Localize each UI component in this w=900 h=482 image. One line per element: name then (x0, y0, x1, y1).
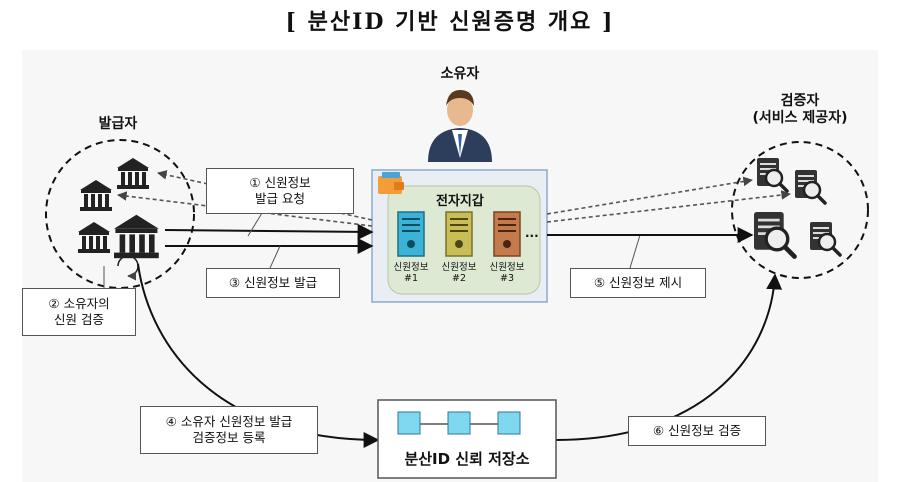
verifier-label-line1: 검증자 (780, 93, 820, 109)
step3-issue-box: ③ 신원정보 발급 (206, 268, 340, 298)
issuer-circle (45, 139, 195, 289)
chain-block (447, 411, 471, 435)
magnifier-document-icon (793, 168, 827, 205)
bank-icon (114, 214, 159, 259)
step5-present-box: ⑤ 신원정보 제시 (570, 268, 706, 298)
chain-block (497, 411, 521, 435)
diagram-title: [ 분산ID 기반 신원증명 개요 ] (285, 9, 615, 35)
credential-label-1: 신원정보 #1 (393, 262, 429, 284)
magnifier-document-icon (754, 212, 795, 257)
credential-label-2: 신원정보 #2 (441, 262, 477, 284)
step4-register-box: ④ 소유자 신원정보 발급 검증정보 등록 (140, 406, 318, 454)
credential-card-2 (445, 211, 473, 257)
present-arrow-1 (546, 176, 753, 215)
wallet-ellipsis: ... (525, 226, 539, 240)
verifier-circle (731, 141, 869, 279)
verifier-label-line2: (서비스 제공자) (752, 110, 848, 126)
owner-label: 소유자 (440, 66, 480, 82)
verify-arrow (555, 273, 783, 441)
chain-block (397, 411, 421, 435)
leader-line (269, 245, 281, 269)
magnifier-document-icon (755, 156, 789, 193)
wallet-icon (378, 172, 404, 194)
register-arrow (137, 263, 380, 448)
issue-arrow-1 (164, 223, 374, 240)
wallet-title: 전자지갑 (436, 194, 484, 209)
leader-line (629, 234, 641, 269)
credential-label-3: 신원정보 #3 (489, 262, 525, 284)
bank-icon (80, 180, 112, 211)
leader-line (247, 212, 263, 237)
present-arrow-2 (546, 190, 791, 223)
storage-label: 분산ID 신뢰 저장소 (404, 450, 530, 468)
verifier-label: 검증자 (서비스 제공자) (730, 93, 870, 127)
bank-icon (117, 158, 149, 189)
magnifier-document-icon (808, 220, 842, 257)
step6-verify-box: ⑥ 신원정보 검증 (628, 416, 766, 446)
owner-person-icon (428, 90, 492, 162)
bank-icon (78, 222, 110, 253)
issuer-label: 발급자 (98, 116, 138, 132)
step1-request-box: ① 신원정보 발급 요청 (206, 168, 354, 214)
self-verify-arrow (117, 255, 139, 281)
credential-card-3 (493, 211, 521, 257)
credential-card-1 (397, 211, 425, 257)
step2-verify-box: ② 소유자의 신원 검증 (22, 288, 136, 336)
